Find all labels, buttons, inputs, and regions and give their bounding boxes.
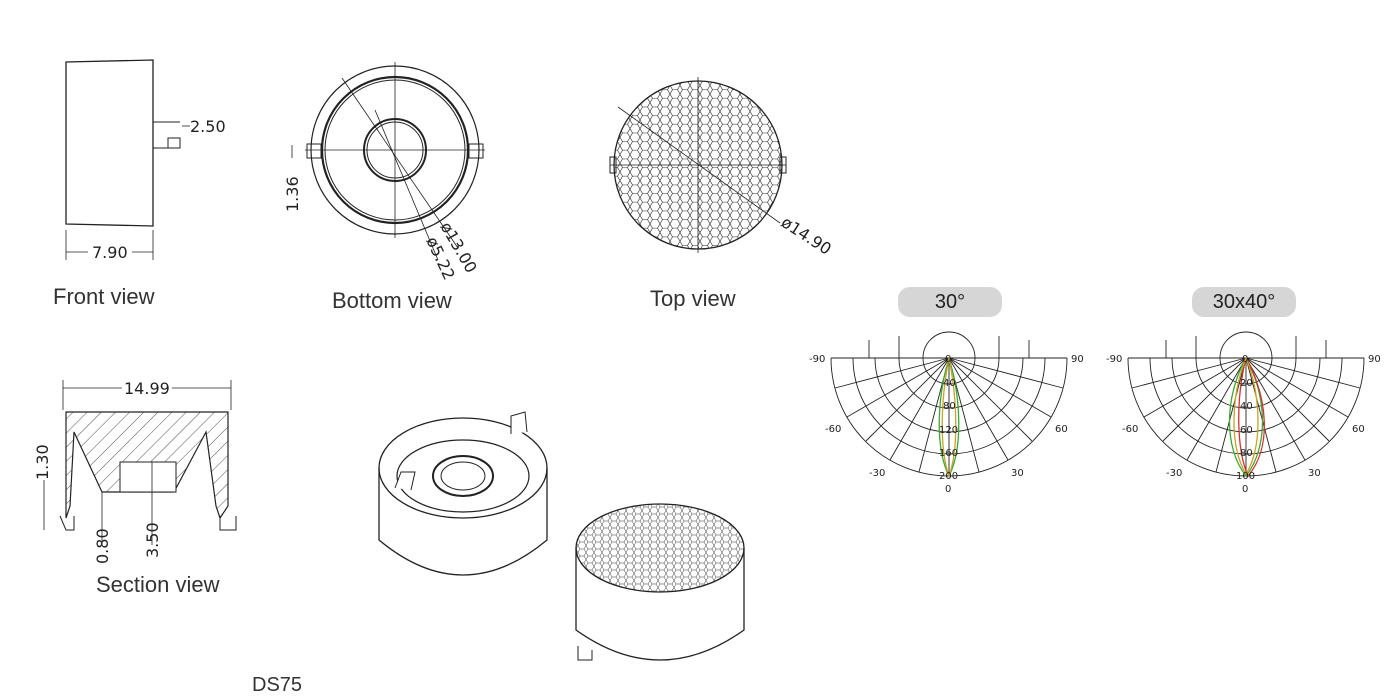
polar1-angle-60: 60 [1055,424,1068,435]
section-dim-inner: 3.50 [143,522,162,558]
lens-isometric-top [575,503,745,661]
polar2-angle-m30: -30 [1166,468,1182,479]
polar1-radial-1: 40 [943,378,956,389]
polar1-angle-0-bottom: 0 [945,484,951,495]
polar-chart-2: -90 90 -60 60 -30 30 0 0 20 40 60 80 100 [1106,331,1381,495]
polar2-radial-3: 60 [1240,425,1253,436]
bottom-view-caption: Bottom view [332,288,452,313]
beam-label-1: 30° [898,287,1002,317]
top-dim-diam: ø14.90 [778,212,835,258]
lens-isometric-bottom [378,411,548,576]
front-view-caption: Front view [53,284,155,309]
polar1-angle-0-top: 0 [945,354,951,365]
polar2-radial-2: 40 [1240,401,1253,412]
top-view-drawing: ø14.90 [609,77,835,259]
polar2-radial-1: 20 [1240,378,1253,389]
polar2-angle-m60: -60 [1122,424,1138,435]
beam-label-2: 30x40° [1192,287,1296,317]
section-view-caption: Section view [96,572,220,597]
model-label: DS75 [252,674,303,696]
bottom-dim-tab: 1.36 [283,176,302,212]
polar2-angle-60: 60 [1352,424,1365,435]
polar-chart-1: -90 90 -60 60 -30 30 0 0 40 80 120 160 2… [809,331,1084,495]
polar2-angle-0-bottom: 0 [1242,484,1248,495]
section-dim-width: 14.99 [124,379,170,398]
polar1-angle-m90: -90 [809,354,825,365]
polar2-angle-m90: -90 [1106,354,1122,365]
polar1-angle-30: 30 [1011,468,1024,479]
polar2-radial-4: 80 [1240,448,1253,459]
section-view-drawing: 14.99 1.30 0.80 3.50 [33,379,237,564]
polar2-angle-30: 30 [1308,468,1321,479]
front-dim-tab: 2.50 [190,117,226,136]
polar1-radial-2: 80 [943,401,956,412]
polar2-radial-5: 100 [1236,471,1255,482]
section-dim-left: 1.30 [33,444,52,480]
polar1-angle-m30: -30 [869,468,885,479]
polar1-angle-90: 90 [1071,354,1084,365]
polar1-angle-m60: -60 [825,424,841,435]
polar1-radial-3: 120 [939,425,958,436]
front-view-drawing: 7.90 2.50 [65,59,226,262]
bottom-view-drawing: 1.36 ø13.00 ø5.22 [283,62,485,283]
polar1-radial-4: 160 [939,448,958,459]
polar1-radial-5: 200 [939,471,958,482]
top-view-caption: Top view [650,286,736,311]
polar2-angle-0-top: 0 [1242,354,1248,365]
polar2-angle-90: 90 [1368,354,1381,365]
section-dim-step: 0.80 [93,528,112,564]
front-dim-width: 7.90 [92,243,128,262]
